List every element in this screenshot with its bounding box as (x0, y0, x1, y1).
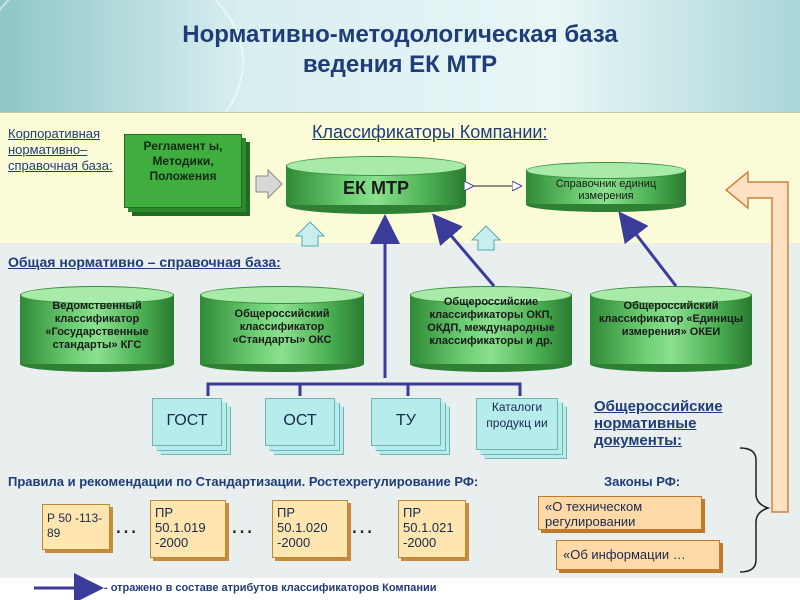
oks-label: Общероссийский классификатор «Стандарты»… (232, 308, 332, 346)
ek-mtr-cylinder: ЕК МТР (286, 156, 466, 214)
block-arrow-regulation (255, 168, 283, 200)
docs-bracket (206, 382, 522, 396)
ellipsis-2: … (230, 512, 254, 539)
gost-doc: ГОСТ (152, 398, 222, 446)
kgs-cylinder: Ведомственный классификатор «Государстве… (20, 286, 174, 372)
tu-doc: ТУ (371, 398, 441, 446)
okei-cylinder: Общероссийский классификатор «Единицы из… (590, 286, 752, 372)
okp-label: Общероссийские классификаторы ОКП, ОКДП,… (427, 296, 555, 347)
rule-doc-pr020-label: ПР 50.1.020 -2000 (277, 505, 328, 550)
rules-label: Правила и рекомендации по Стандартизации… (8, 474, 479, 489)
ost-label: ОСТ (283, 412, 317, 429)
regulation-stack: Регламент ы, Методики, Положения (124, 134, 242, 208)
laws-label: Законы РФ: (604, 474, 681, 489)
arrow-okp-to-ekmtr (432, 213, 496, 287)
rule-doc-pr019: ПР 50.1.019 -2000 (150, 500, 226, 558)
rule-doc-pr019-label: ПР 50.1.019 -2000 (155, 505, 206, 550)
rule-doc-r50: Р 50 -113-89 (42, 504, 110, 550)
law-technical-regulation: «О техническом регулировании (538, 496, 702, 530)
national-docs-label: Общероссийские нормативные документы: (594, 398, 723, 449)
classifiers-title: Классификаторы Компании: (312, 122, 548, 142)
okei-label: Общероссийский классификатор «Единицы из… (598, 300, 744, 338)
ellipsis-3: … (350, 512, 374, 539)
rule-doc-pr021: ПР 50.1.021 -2000 (398, 500, 466, 558)
units-reference-cylinder: Справочник единиц измерения (526, 162, 686, 212)
rule-doc-pr020: ПР 50.1.020 -2000 (272, 500, 348, 558)
general-label: Общая нормативно – справочная база: (8, 254, 281, 270)
rule-doc-pr021-label: ПР 50.1.021 -2000 (403, 505, 454, 550)
units-reference-label: Справочник единиц измерения (555, 178, 657, 202)
okp-cylinder: Общероссийские классификаторы ОКП, ОКДП,… (410, 286, 572, 372)
catalogs-doc: Каталоги продукц ии (476, 398, 558, 450)
return-arrow (724, 170, 789, 513)
kgs-label: Ведомственный классификатор «Государстве… (45, 300, 149, 351)
oks-cylinder: Общероссийский классификатор «Стандарты»… (200, 286, 364, 372)
page-title: Нормативно-методологическая база ведения… (60, 20, 740, 80)
tu-label: ТУ (396, 412, 416, 429)
header-banner (0, 0, 800, 164)
laws-brace (739, 447, 771, 573)
regulation-text: Регламент ы, Методики, Положения (143, 139, 223, 183)
block-arrow-up-right (470, 225, 502, 251)
corporate-label: Корпоративная нормативно– справочная баз… (8, 126, 113, 173)
gost-label: ГОСТ (166, 412, 208, 429)
ek-mtr-label: ЕК МТР (343, 178, 409, 198)
catalogs-label: Каталоги продукц ии (486, 400, 548, 430)
arrow-okei-to-units (618, 211, 678, 287)
legend-text: - отражено в составе атрибутов классифик… (104, 582, 437, 594)
ost-doc: ОСТ (265, 398, 335, 446)
rule-doc-r50-label: Р 50 -113-89 (47, 511, 103, 540)
title-line-2: ведения ЕК МТР (302, 51, 498, 78)
title-line-1: Нормативно-методологическая база (182, 21, 618, 48)
block-arrow-up-left (294, 221, 326, 247)
ellipsis-1: … (114, 512, 138, 539)
law-information: «Об информации … (556, 540, 720, 570)
